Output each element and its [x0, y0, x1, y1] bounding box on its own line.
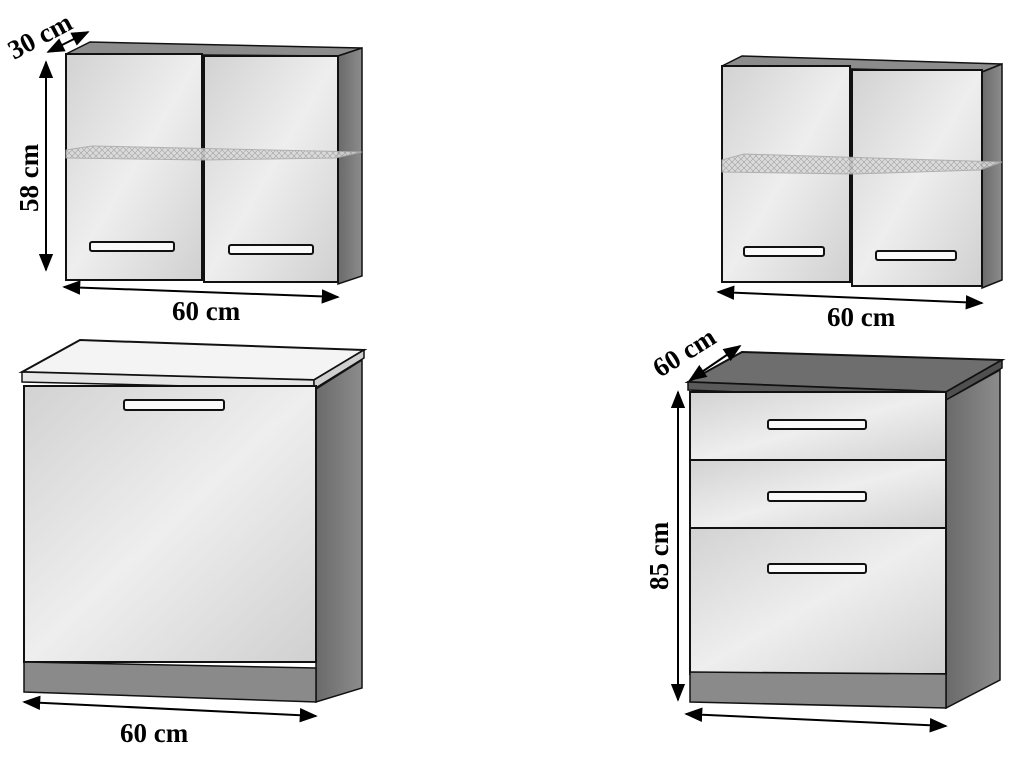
width-arrow-bottom-right — [684, 707, 948, 733]
label-width-top-right: 60 cm — [827, 302, 896, 332]
door-handle-left — [89, 241, 175, 252]
door-handle-right — [228, 244, 314, 255]
cabinet-plinth — [689, 671, 947, 709]
cabinet-plinth — [23, 661, 317, 703]
drawer-bottom — [689, 527, 947, 675]
label-width-top-left: 60 cm — [172, 296, 241, 326]
depth-arrow-top-left — [46, 31, 90, 53]
drawer-handle-middle — [767, 491, 867, 502]
width-arrow-top-right — [716, 285, 984, 310]
glass-shelf — [721, 153, 1003, 175]
width-arrow-top-left — [62, 280, 340, 304]
cabinet-side-face — [945, 368, 1001, 710]
door-handle-left — [743, 246, 825, 257]
drawer-handle-bottom — [767, 563, 867, 574]
label-height-bottom-right: 85 cm — [644, 521, 674, 590]
wall-cabinet-left — [65, 41, 363, 286]
base-cabinet-drawers — [684, 350, 1006, 710]
label-width-bottom-left: 60 cm — [120, 718, 189, 748]
cabinet-side-face — [337, 46, 363, 286]
cabinet-side-face — [981, 62, 1003, 290]
base-cabinet-door — [18, 338, 368, 704]
cabinet-door — [23, 385, 317, 663]
door-handle — [123, 399, 225, 411]
cabinet-side-face — [315, 358, 363, 704]
width-arrow-bottom-left — [22, 695, 318, 723]
label-height-top-left: 58 cm — [14, 143, 44, 212]
depth-arrow-bottom-right — [688, 344, 742, 382]
door-handle-right — [875, 250, 957, 261]
glass-shelf — [65, 145, 363, 161]
drawer-handle-top — [767, 419, 867, 430]
wall-cabinet-right — [721, 55, 1003, 290]
